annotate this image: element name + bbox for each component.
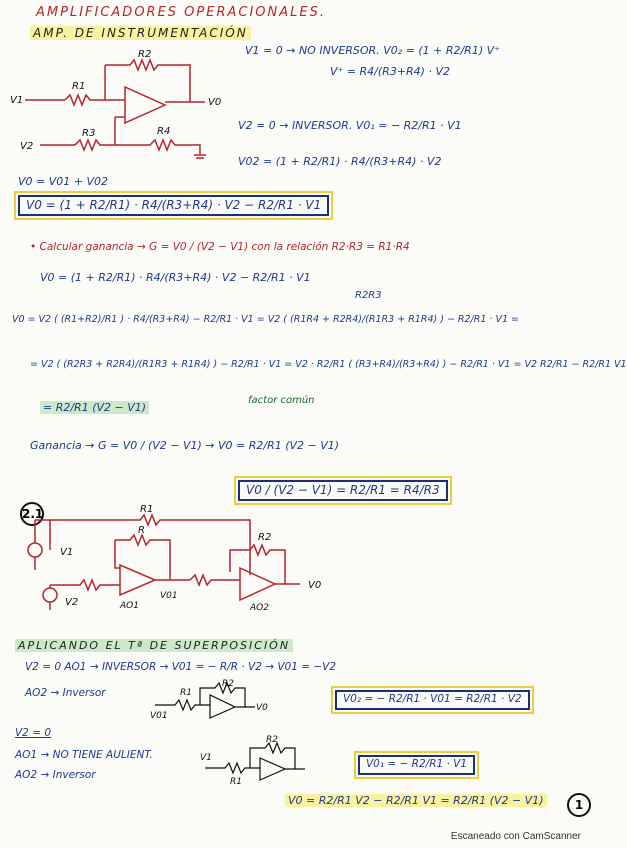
label-v0: V0 [208, 97, 221, 108]
ex-label-ao2: AO2 [249, 603, 269, 613]
gain-line-5-text: = R2/R1 (V2 − V1) [40, 401, 150, 414]
label-v1: V1 [10, 95, 23, 106]
section-title-instrumentation: AMP. DE INSTRUMENTACIÓN [30, 26, 251, 40]
ex-label-r2: R2 [258, 532, 271, 543]
label-r2: R2 [138, 49, 151, 60]
gain-line-6: Ganancia → G = V0 / (V2 − V1) → V0 = R2/… [30, 439, 340, 452]
gain-line-4: = V2 ( (R2R3 + R2R4)/(R1R3 + R1R4) ) − R… [30, 359, 627, 370]
boxed-equation-2: V0 / (V2 − V1) = R2/R1 = R4/R3 [234, 475, 452, 506]
exercise-number: 2.1 [20, 502, 44, 526]
instrumentation-amp-circuit: R2 R1 R3 R4 V1 V2 V0 [10, 49, 221, 159]
mini1-v0: V0 [256, 703, 268, 713]
label-r1: R1 [72, 81, 85, 92]
note-v1-zero: V1 = 0 → NO INVERSOR. V0₂ = (1 + R2/R1) … [245, 44, 500, 57]
annot-r2r3: R2R3 [355, 290, 382, 301]
mini1-r1: R1 [180, 688, 192, 698]
super-line-5: AO2 → Inversor [15, 769, 96, 781]
superposition-title: APLICANDO EL Tª DE SUPERPOSICIÓN [15, 639, 294, 652]
mini2-v1: V1 [200, 753, 212, 763]
page-number: 1 [567, 793, 591, 817]
super-line-5-eq: V0₁ = − R2/R1 · V1 [353, 751, 480, 779]
note-v02: V02 = (1 + R2/R1) · R4/(R3+R4) · V2 [238, 155, 442, 168]
ex-label-r: R [138, 525, 145, 536]
ex-label-r1: R1 [140, 504, 153, 515]
ex-label-ao1: AO1 [119, 601, 139, 611]
scanner-footer: Escaneado con CamScanner [450, 831, 581, 842]
super-line-4: AO1 → NO TIENE AULIENT. [15, 749, 153, 761]
mini1-v01: V01 [150, 711, 168, 721]
notebook-page: AMPLIFICADORES OPERACIONALES. AMP. DE IN… [10, 5, 627, 842]
final-equation-text: V0 = R2/R1 V2 − R2/R1 V1 = R2/R1 (V2 − V… [285, 794, 547, 807]
label-v2: V2 [20, 141, 33, 152]
section-title-text: AMP. DE INSTRUMENTACIÓN [30, 26, 251, 40]
ex-label-v2: V2 [65, 597, 78, 608]
mini2-r1: R1 [230, 777, 242, 787]
ex-label-v1: V1 [60, 547, 73, 558]
mini2-r2: R2 [266, 735, 278, 745]
gain-intro: • Calcular ganancia → G = V0 / (V2 − V1)… [30, 241, 410, 253]
gain-line-3: V0 = V2 ( (R1+R2)/R1 ) · R4/(R3+R4) − R2… [12, 314, 519, 325]
super-line-1: V2 = 0 AO1 → INVERSOR → V01 = − R/R · V2… [25, 661, 337, 673]
label-r4: R4 [157, 126, 170, 137]
boxed-equation-1: V0 = (1 + R2/R1) · R4/(R3+R4) · V2 − R2/… [13, 190, 334, 221]
gain-line-5: = R2/R1 (V2 − V1) [40, 401, 150, 414]
page-title: AMPLIFICADORES OPERACIONALES. [36, 5, 326, 20]
exercise-circuit: R1 R R2 V1 V2 AO1 AO2 V01 V0 [27, 504, 321, 613]
super-line-3: V2 = 0 [15, 727, 52, 739]
note-vplus: V⁺ = R4/(R3+R4) · V2 [330, 65, 450, 78]
label-r3: R3 [82, 128, 95, 139]
factor-comun-note: factor común [248, 395, 315, 406]
note-v2-zero: V2 = 0 → INVERSOR. V0₁ = − R2/R1 · V1 [238, 119, 462, 132]
gain-line-2: V0 = (1 + R2/R1) · R4/(R3+R4) · V2 − R2/… [40, 271, 311, 284]
super-line-2-eq: V0₂ = − R2/R1 · V01 = R2/R1 · V2 [331, 686, 534, 714]
ex-label-v0: V0 [308, 580, 321, 591]
mini-circuit-2: R2 R1 V1 [200, 735, 305, 787]
ex-label-v01: V01 [160, 591, 178, 601]
mini-circuit-1: R1 R2 V01 V0 [150, 679, 268, 721]
super-line-2: AO2 → Inversor [25, 687, 106, 699]
superposition-title-text: APLICANDO EL Tª DE SUPERPOSICIÓN [15, 639, 294, 652]
final-equation: V0 = R2/R1 V2 − R2/R1 V1 = R2/R1 (V2 − V… [285, 794, 547, 807]
mini1-r2: R2 [222, 679, 234, 689]
sum-line: V0 = V01 + V02 [18, 175, 108, 188]
